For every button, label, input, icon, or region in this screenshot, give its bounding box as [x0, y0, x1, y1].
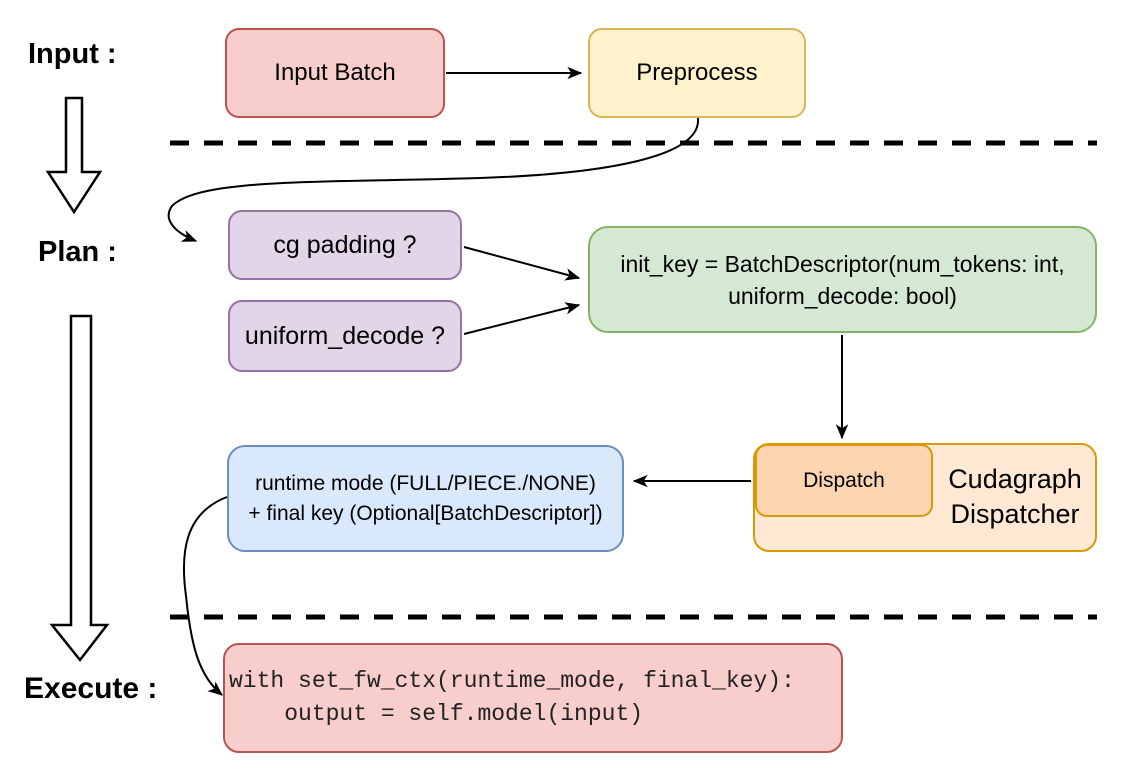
node-cg-padding: cg padding ? — [228, 210, 462, 280]
cudagraph-line2: Dispatcher — [950, 499, 1080, 529]
node-execute-code: with set_fw_ctx(runtime_mode, final_key)… — [223, 643, 843, 753]
node-preprocess-label: Preprocess — [636, 59, 758, 87]
node-uniform-decode-label: uniform_decode ? — [244, 321, 446, 350]
node-init-key: init_key = BatchDescriptor(num_tokens: i… — [588, 226, 1097, 333]
node-input-batch-label: Input Batch — [274, 59, 396, 87]
hollow-arrow-plan-to-execute — [49, 314, 110, 663]
execute-code-line2: output = self.model(input) — [229, 701, 644, 727]
node-runtime-result-line2: + final key (Optional[BatchDescriptor]) — [248, 501, 603, 525]
node-cudagraph-dispatcher-label: Cudagraph Dispatcher — [933, 462, 1097, 532]
execute-code-line1: with set_fw_ctx(runtime_mode, final_key)… — [229, 668, 795, 694]
arrow-uniformdecode-to-initkey — [463, 302, 581, 335]
node-dispatch-label: Dispatch — [803, 468, 885, 492]
node-runtime-result: runtime mode (FULL/PIECE./NONE) + final … — [227, 445, 624, 552]
node-runtime-result-line1: runtime mode (FULL/PIECE./NONE) — [255, 471, 596, 495]
node-input-batch: Input Batch — [225, 28, 445, 118]
node-init-key-line1: init_key = BatchDescriptor(num_tokens: i… — [620, 250, 1065, 277]
node-cg-padding-label: cg padding ? — [273, 230, 417, 259]
arrow-runtime-to-execute — [182, 496, 228, 696]
stage-label-input: Input : — [28, 38, 117, 70]
hollow-arrow-input-to-plan — [45, 96, 103, 215]
arrow-cgpadding-to-initkey — [463, 246, 581, 281]
node-uniform-decode: uniform_decode ? — [228, 300, 462, 372]
cudagraph-line1: Cudagraph — [948, 464, 1082, 494]
node-init-key-line2: uniform_decode: bool) — [728, 282, 957, 309]
node-preprocess: Preprocess — [588, 28, 806, 118]
stage-label-plan: Plan : — [38, 236, 117, 268]
stage-label-execute: Execute : — [24, 672, 158, 705]
node-dispatch: Dispatch — [755, 444, 933, 517]
